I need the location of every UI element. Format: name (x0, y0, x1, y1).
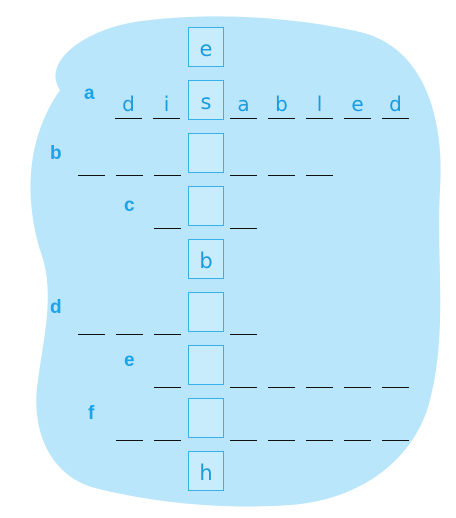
row-c-blank-1[interactable] (154, 198, 181, 229)
row-f-blank-6[interactable] (306, 410, 333, 441)
column-cell-2[interactable]: s (188, 80, 224, 120)
row-a-blank-8[interactable]: d (382, 88, 409, 119)
clue-label-e: e (124, 350, 135, 371)
row-b-blank-6[interactable] (268, 145, 295, 176)
clue-label-f: f (88, 403, 95, 424)
row-a-letter-5: b (275, 92, 288, 116)
row-d-blank-3[interactable] (154, 304, 181, 335)
row-f-blank-4[interactable] (230, 410, 257, 441)
column-cell-8[interactable] (188, 398, 224, 438)
row-e-blank-4[interactable] (268, 357, 295, 388)
row-f-blank-7[interactable] (344, 410, 371, 441)
row-b-blank-3[interactable] (154, 145, 181, 176)
row-a-blank-5[interactable]: b (268, 88, 295, 119)
clue-label-a: a (84, 83, 95, 104)
column-cell-1[interactable]: e (188, 27, 224, 67)
row-d-blank-2[interactable] (116, 304, 143, 335)
row-a-letter-2: i (163, 92, 170, 116)
column-letter-2: s (200, 90, 212, 114)
row-e-blank-7[interactable] (382, 357, 409, 388)
clue-label-d: d (50, 297, 62, 318)
row-e-blank-6[interactable] (344, 357, 371, 388)
column-cell-6[interactable] (188, 292, 224, 332)
row-c-blank-3[interactable] (230, 198, 257, 229)
row-a-blank-6[interactable]: l (306, 88, 333, 119)
column-cell-3[interactable] (188, 133, 224, 173)
column-cell-5[interactable]: b (188, 239, 224, 279)
column-cell-7[interactable] (188, 345, 224, 385)
row-b-blank-5[interactable] (230, 145, 257, 176)
row-a-letter-4: a (237, 92, 250, 116)
clue-label-c: c (124, 195, 135, 216)
row-d-blank-5[interactable] (230, 304, 257, 335)
row-d-blank-1[interactable] (78, 304, 105, 335)
row-a-letter-1: d (122, 92, 135, 116)
column-letter-5: b (199, 249, 213, 273)
column-letter-9: h (199, 461, 213, 485)
column-cell-4[interactable] (188, 186, 224, 226)
row-a-blank-1[interactable]: d (115, 88, 142, 119)
clue-label-b: b (50, 143, 62, 164)
row-e-blank-1[interactable] (154, 357, 181, 388)
row-a-blank-7[interactable]: e (344, 88, 371, 119)
row-e-blank-5[interactable] (306, 357, 333, 388)
row-b-blank-1[interactable] (78, 145, 105, 176)
row-a-letter-6: l (316, 92, 323, 116)
row-a-blank-4[interactable]: a (230, 88, 257, 119)
row-f-blank-8[interactable] (382, 410, 409, 441)
column-cell-9[interactable]: h (188, 451, 224, 491)
row-e-blank-3[interactable] (230, 357, 257, 388)
row-a-letter-7: e (351, 92, 364, 116)
row-b-blank-2[interactable] (116, 145, 143, 176)
column-letter-1: e (199, 37, 213, 61)
row-a-blank-2[interactable]: i (153, 88, 180, 119)
row-a-letter-8: d (389, 92, 402, 116)
row-f-blank-5[interactable] (268, 410, 295, 441)
row-f-blank-1[interactable] (116, 410, 143, 441)
row-b-blank-7[interactable] (306, 145, 333, 176)
row-f-blank-2[interactable] (154, 410, 181, 441)
